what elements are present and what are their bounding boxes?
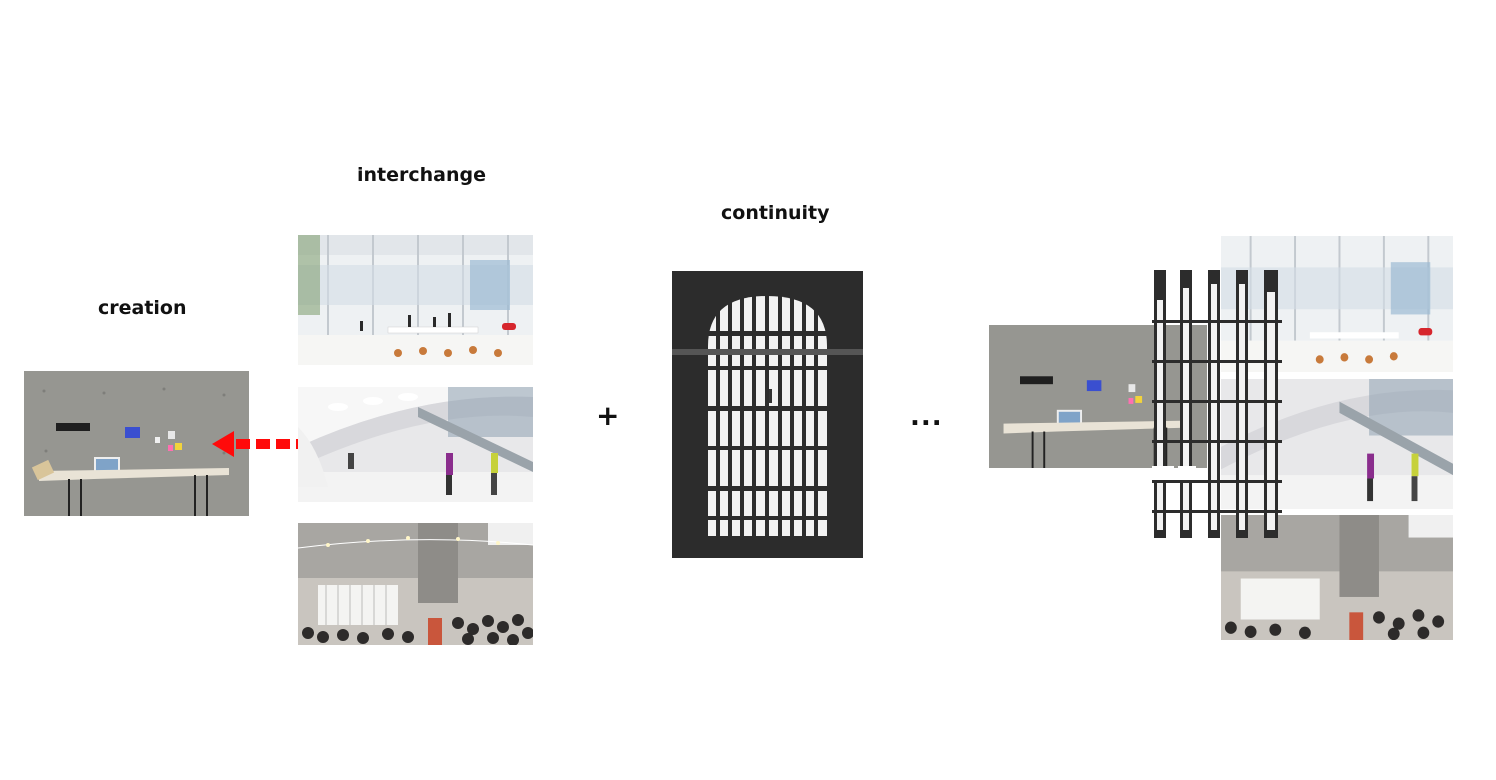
plus-symbol: +	[596, 399, 620, 432]
composite-screen-strips	[1152, 270, 1282, 538]
photo-glass-office	[298, 235, 533, 365]
photo-concrete-wall-desk	[24, 371, 249, 516]
label-interchange: interchange	[357, 164, 487, 186]
atrium-image	[298, 387, 533, 502]
ellipsis-symbol: ...	[910, 402, 943, 432]
composite-crowd-image	[1221, 515, 1453, 640]
photo-atrium-escalator	[298, 387, 533, 502]
crowd-image	[298, 523, 533, 645]
photo-crowd-event	[298, 523, 533, 645]
composite-office-image	[1221, 236, 1453, 372]
label-continuity: continuity	[721, 202, 830, 224]
composite-photo-crowd	[1221, 515, 1453, 640]
photo-arched-window-screen	[672, 271, 863, 558]
composite-photo-concrete-desk	[989, 325, 1207, 468]
arched-screen-image	[672, 271, 863, 558]
office-image	[298, 235, 533, 365]
composite-desk-image	[989, 325, 1207, 468]
composite-photo-glass-office	[1221, 236, 1453, 372]
label-creation: creation	[98, 297, 187, 319]
desk-wall-image	[24, 371, 249, 516]
